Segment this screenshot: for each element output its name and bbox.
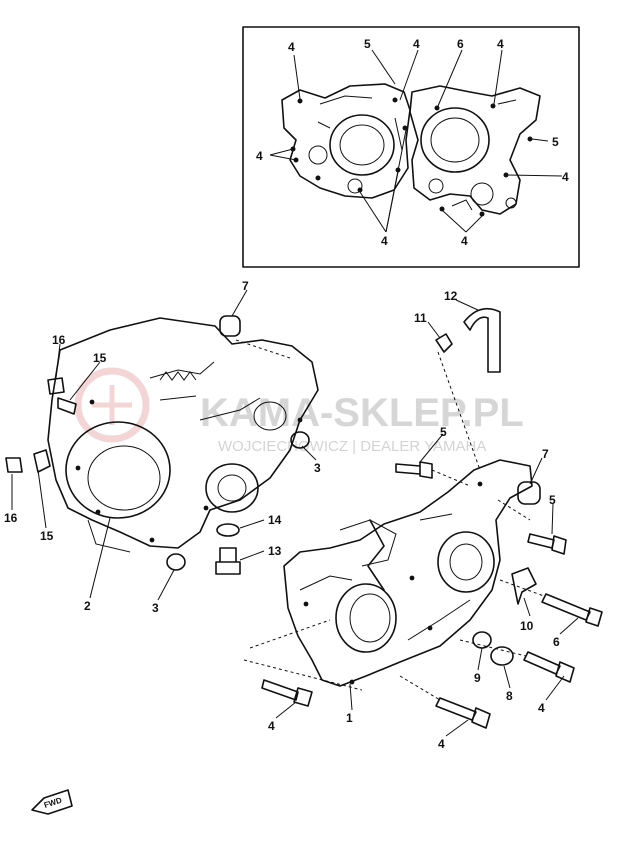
- callout-inset-right-4: 4: [562, 170, 569, 184]
- callout-part-3-right: 3: [314, 461, 321, 475]
- callout-part-5-top: 5: [440, 425, 447, 439]
- callout-part-10: 10: [520, 619, 534, 633]
- breather-hose-12: [463, 307, 501, 373]
- washer-9: [472, 631, 492, 649]
- callout-part-16-left: 16: [4, 511, 18, 525]
- callout-part-2: 2: [84, 599, 91, 613]
- callout-part-6: 6: [553, 635, 560, 649]
- right-dowel-7: [517, 481, 541, 505]
- callout-part-5-right: 5: [549, 493, 556, 507]
- clip-15-left: [33, 449, 51, 473]
- drain-plug-assembly: [215, 523, 241, 575]
- watermark-dealer: WOJCIECHOWICZ | DEALER YAMAHA: [218, 438, 486, 455]
- breather-fittings: [5, 377, 77, 473]
- inset-leaders: [269, 49, 563, 233]
- callout-part-11: 11: [414, 311, 427, 325]
- assembly-lines: [235, 339, 545, 701]
- fitting-16-top: [47, 377, 65, 395]
- callout-inset-bottom-4a: 4: [381, 234, 388, 248]
- right-crankcase-half: [283, 459, 533, 687]
- fitting-16-left: [5, 457, 23, 473]
- callout-part-12: 12: [444, 289, 458, 303]
- callout-inset-4a: 4: [288, 40, 295, 54]
- callout-part-4-left: 4: [268, 719, 275, 733]
- hose-fitting-11: [435, 333, 453, 353]
- callout-part-9: 9: [474, 671, 481, 685]
- left-crankcase-half: [47, 315, 319, 553]
- crankcase-rib: [367, 519, 385, 591]
- dowel-pins-3: [166, 431, 310, 571]
- callout-part-15-bottom: 15: [40, 529, 54, 543]
- clip-10: [511, 567, 537, 605]
- callout-part-4-right: 4: [538, 701, 545, 715]
- inset-right-case: [409, 85, 541, 215]
- callout-inset-bottom-4b: 4: [461, 234, 468, 248]
- drain-washer-14: [216, 523, 240, 537]
- callout-inset-5: 5: [364, 37, 371, 51]
- callout-part-4-bottom: 4: [438, 737, 445, 751]
- inset-panel: 4 5 4 6 4 4 5 4 4 4: [242, 26, 580, 268]
- callout-inset-4b: 4: [413, 37, 420, 51]
- callout-part-8: 8: [506, 689, 513, 703]
- callout-inset-right-5: 5: [552, 135, 559, 149]
- callout-part-16-top: 16: [52, 333, 66, 347]
- callout-inset-4c: 4: [497, 37, 504, 51]
- fwd-marker: FWD: [31, 789, 73, 815]
- watermark-logo: [74, 367, 150, 443]
- watermark-brand: KAMA-SKLEP.PL: [200, 391, 524, 435]
- callout-part-7-right: 7: [542, 447, 549, 461]
- callout-inset-6: 6: [457, 37, 464, 51]
- clip-15-top: [57, 397, 77, 415]
- fwd-arrow-icon: [31, 789, 73, 815]
- callout-part-7-left: 7: [242, 279, 249, 293]
- bolts: [261, 461, 603, 729]
- inset-frame: [242, 26, 580, 268]
- callout-part-1: 1: [346, 711, 353, 725]
- seal-8: [490, 646, 514, 666]
- callout-part-13: 13: [268, 544, 282, 558]
- inset-left-case: [281, 83, 411, 199]
- callout-inset-left-4: 4: [256, 149, 263, 163]
- watermark: KAMA-SKLEP.PL WOJCIECHOWICZ | DEALER YAM…: [74, 367, 524, 455]
- main-leaders: [11, 289, 579, 737]
- callout-part-3-bottom: 3: [152, 601, 159, 615]
- drain-bolt-13: [215, 547, 241, 575]
- left-case-dowel-7: [219, 315, 241, 337]
- callout-part-15-top: 15: [93, 351, 107, 365]
- callout-part-14: 14: [268, 513, 282, 527]
